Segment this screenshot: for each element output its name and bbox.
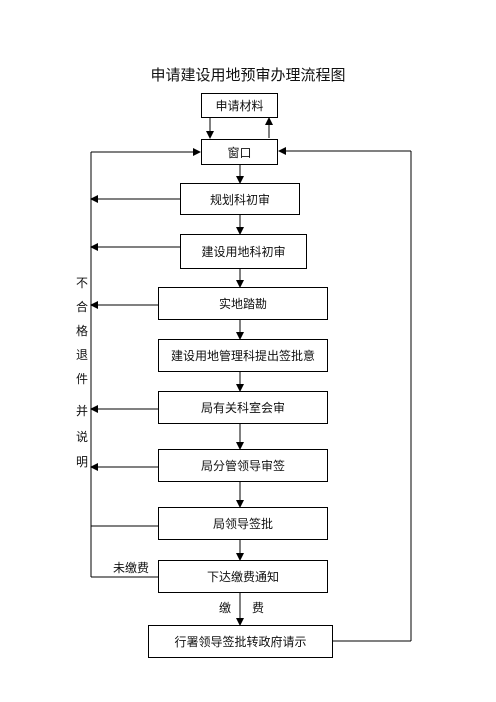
step-deputy-approval: 局分管领导审签 [158,449,328,482]
reject-label-char: 合 [75,300,88,314]
unpaid-label: 未缴费 [113,561,150,575]
reject-label-char: 退 [75,348,88,362]
reject-label-char: 件 [75,372,88,386]
reject-label-char: 并 [75,404,88,418]
step-site-inspection: 实地踏勘 [158,287,328,320]
reject-label-char: 说 [75,430,88,444]
step-window: 窗口 [201,139,278,165]
reject-label-char: 格 [75,324,88,338]
step-joint-review: 局有关科室会审 [158,391,328,424]
reject-label-char: 明 [75,455,88,469]
step-final-submit: 行署领导签批转政府请示 [148,625,333,658]
step-leader-approval: 局领导签批 [158,507,328,540]
step-apply-materials: 申请材料 [201,93,278,118]
reject-label-char: 不 [75,276,88,290]
step-payment-notice: 下达缴费通知 [158,560,328,593]
page-title: 申请建设用地预审办理流程图 [150,66,346,84]
step-planning-review: 规划科初审 [180,183,300,215]
pay-label-right: 费 [252,601,265,615]
step-propose-opinion: 建设用地管理科提出签批意 [158,339,328,372]
pay-label-left: 缴 [219,601,232,615]
step-land-review: 建设用地科初审 [180,234,307,269]
